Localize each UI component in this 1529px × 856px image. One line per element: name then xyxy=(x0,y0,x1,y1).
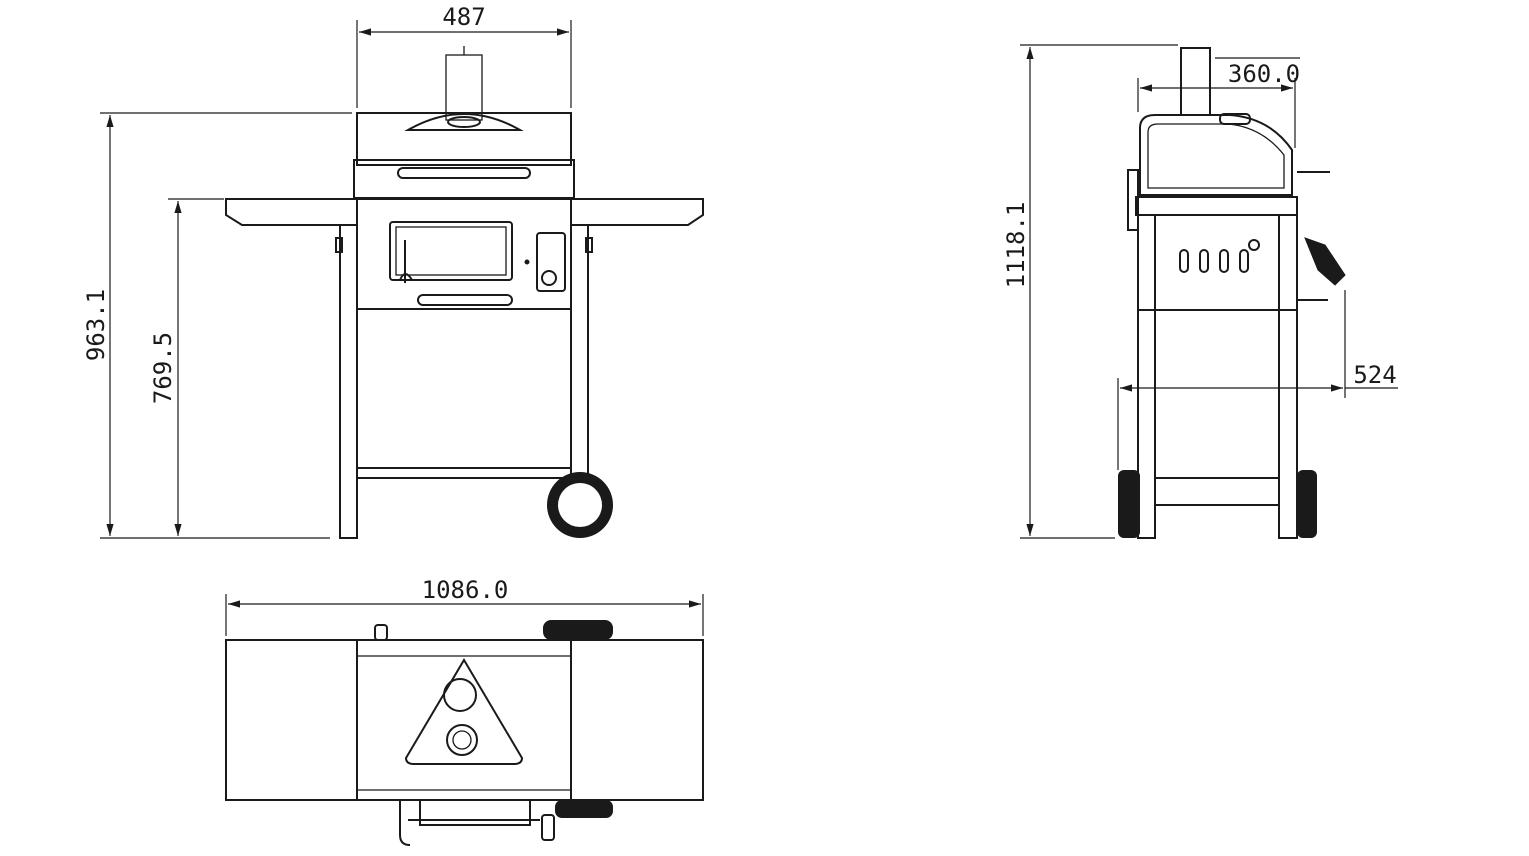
front-overall-height-label: 963.1 xyxy=(82,289,110,361)
top-view: 1086.0 xyxy=(225,576,704,846)
front-width-label: 487 xyxy=(442,3,485,31)
side-overall-height-label: 1118.1 xyxy=(1002,202,1030,289)
side-view: 1118.1 360.0 524 xyxy=(1002,44,1398,539)
top-overall-width-label: 1086.0 xyxy=(422,576,509,604)
front-view: 487 963.1 769.5 xyxy=(82,3,704,539)
side-depth-label: 360.0 xyxy=(1228,60,1300,88)
side-body-depth-label: 524 xyxy=(1353,361,1396,389)
front-shelf-height-label: 769.5 xyxy=(149,332,177,404)
